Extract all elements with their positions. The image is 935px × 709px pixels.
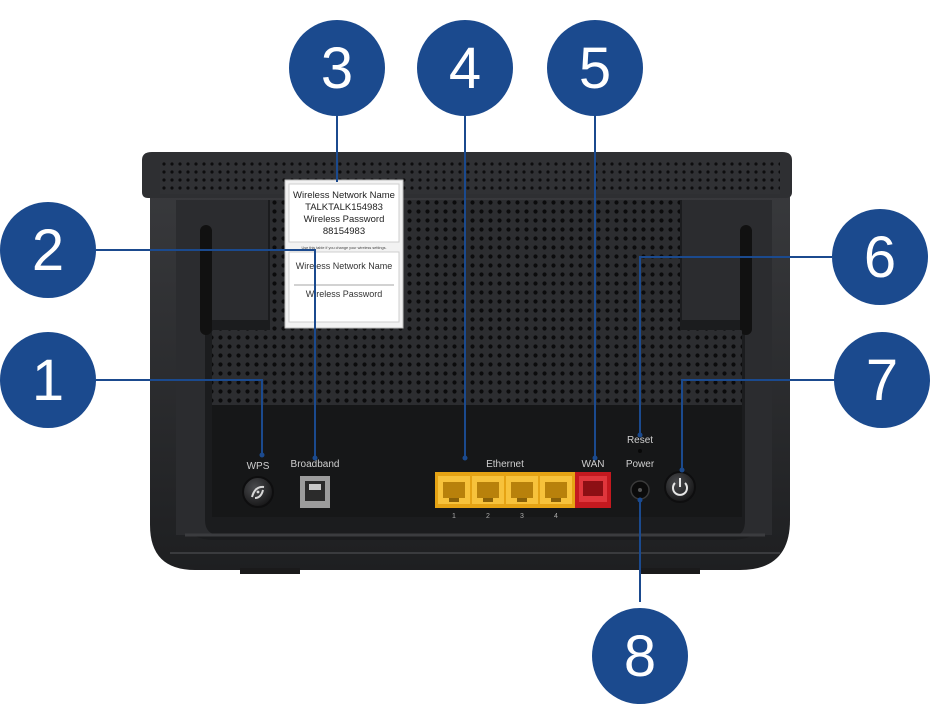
callout-4: 4	[417, 20, 513, 116]
power-button[interactable]	[664, 471, 696, 503]
svg-text:5: 5	[579, 36, 611, 101]
callout-5: 5	[547, 20, 643, 116]
ethernet-label: Ethernet	[486, 459, 524, 470]
sticker-bottom-line2: Wireless Password	[306, 289, 383, 299]
wan-label: WAN	[582, 459, 605, 470]
svg-text:3: 3	[321, 36, 353, 101]
ethernet-number-4: 4	[554, 513, 558, 520]
broadband-label: Broadband	[291, 459, 340, 470]
svg-text:1: 1	[32, 348, 64, 413]
wireless-sticker: Wireless Network Name TALKTALK154983 Wir…	[284, 179, 404, 329]
svg-text:7: 7	[866, 348, 898, 413]
svg-text:6: 6	[864, 225, 896, 290]
reset-label: Reset	[627, 435, 653, 446]
power-icon	[672, 478, 688, 496]
ethernet-ports	[435, 472, 575, 508]
wps-icon	[251, 485, 265, 499]
ethernet-port-2[interactable]	[472, 476, 504, 504]
ethernet-number-2: 2	[486, 513, 490, 520]
sticker-top-line3: Wireless Password	[304, 214, 385, 225]
ethernet-port-1[interactable]	[438, 476, 470, 504]
ethernet-port-3[interactable]	[506, 476, 538, 504]
callout-7: 7	[834, 332, 930, 428]
leader-lines	[96, 115, 835, 602]
ethernet-port-4[interactable]	[540, 476, 572, 504]
ethernet-number-3: 3	[520, 513, 524, 520]
reset-pinhole[interactable]	[638, 449, 642, 453]
svg-text:4: 4	[449, 36, 481, 101]
callout-6: 6	[832, 209, 928, 305]
callout-2: 2	[0, 202, 96, 298]
callout-1: 1	[0, 332, 96, 428]
callout-8: 8	[592, 608, 688, 704]
wps-label: WPS	[247, 461, 270, 472]
power-label: Power	[626, 459, 655, 470]
broadband-port[interactable]	[300, 476, 330, 508]
svg-text:2: 2	[32, 218, 64, 283]
leader-dots	[259, 432, 685, 503]
power-socket[interactable]	[630, 480, 650, 500]
wan-port[interactable]	[575, 472, 611, 508]
svg-text:8: 8	[624, 624, 656, 689]
sticker-top-line1: Wireless Network Name	[293, 190, 395, 201]
wps-button[interactable]	[242, 476, 274, 508]
ethernet-number-1: 1	[452, 513, 456, 520]
router-body	[142, 152, 792, 574]
sticker-small-note: Use this table if you change your wirele…	[301, 246, 386, 250]
sticker-top-line2: TALKTALK154983	[305, 202, 383, 213]
callout-3: 3	[289, 20, 385, 116]
sticker-top-line4: 88154983	[323, 226, 365, 237]
sticker-bottom-line1: Wireless Network Name	[296, 261, 393, 271]
